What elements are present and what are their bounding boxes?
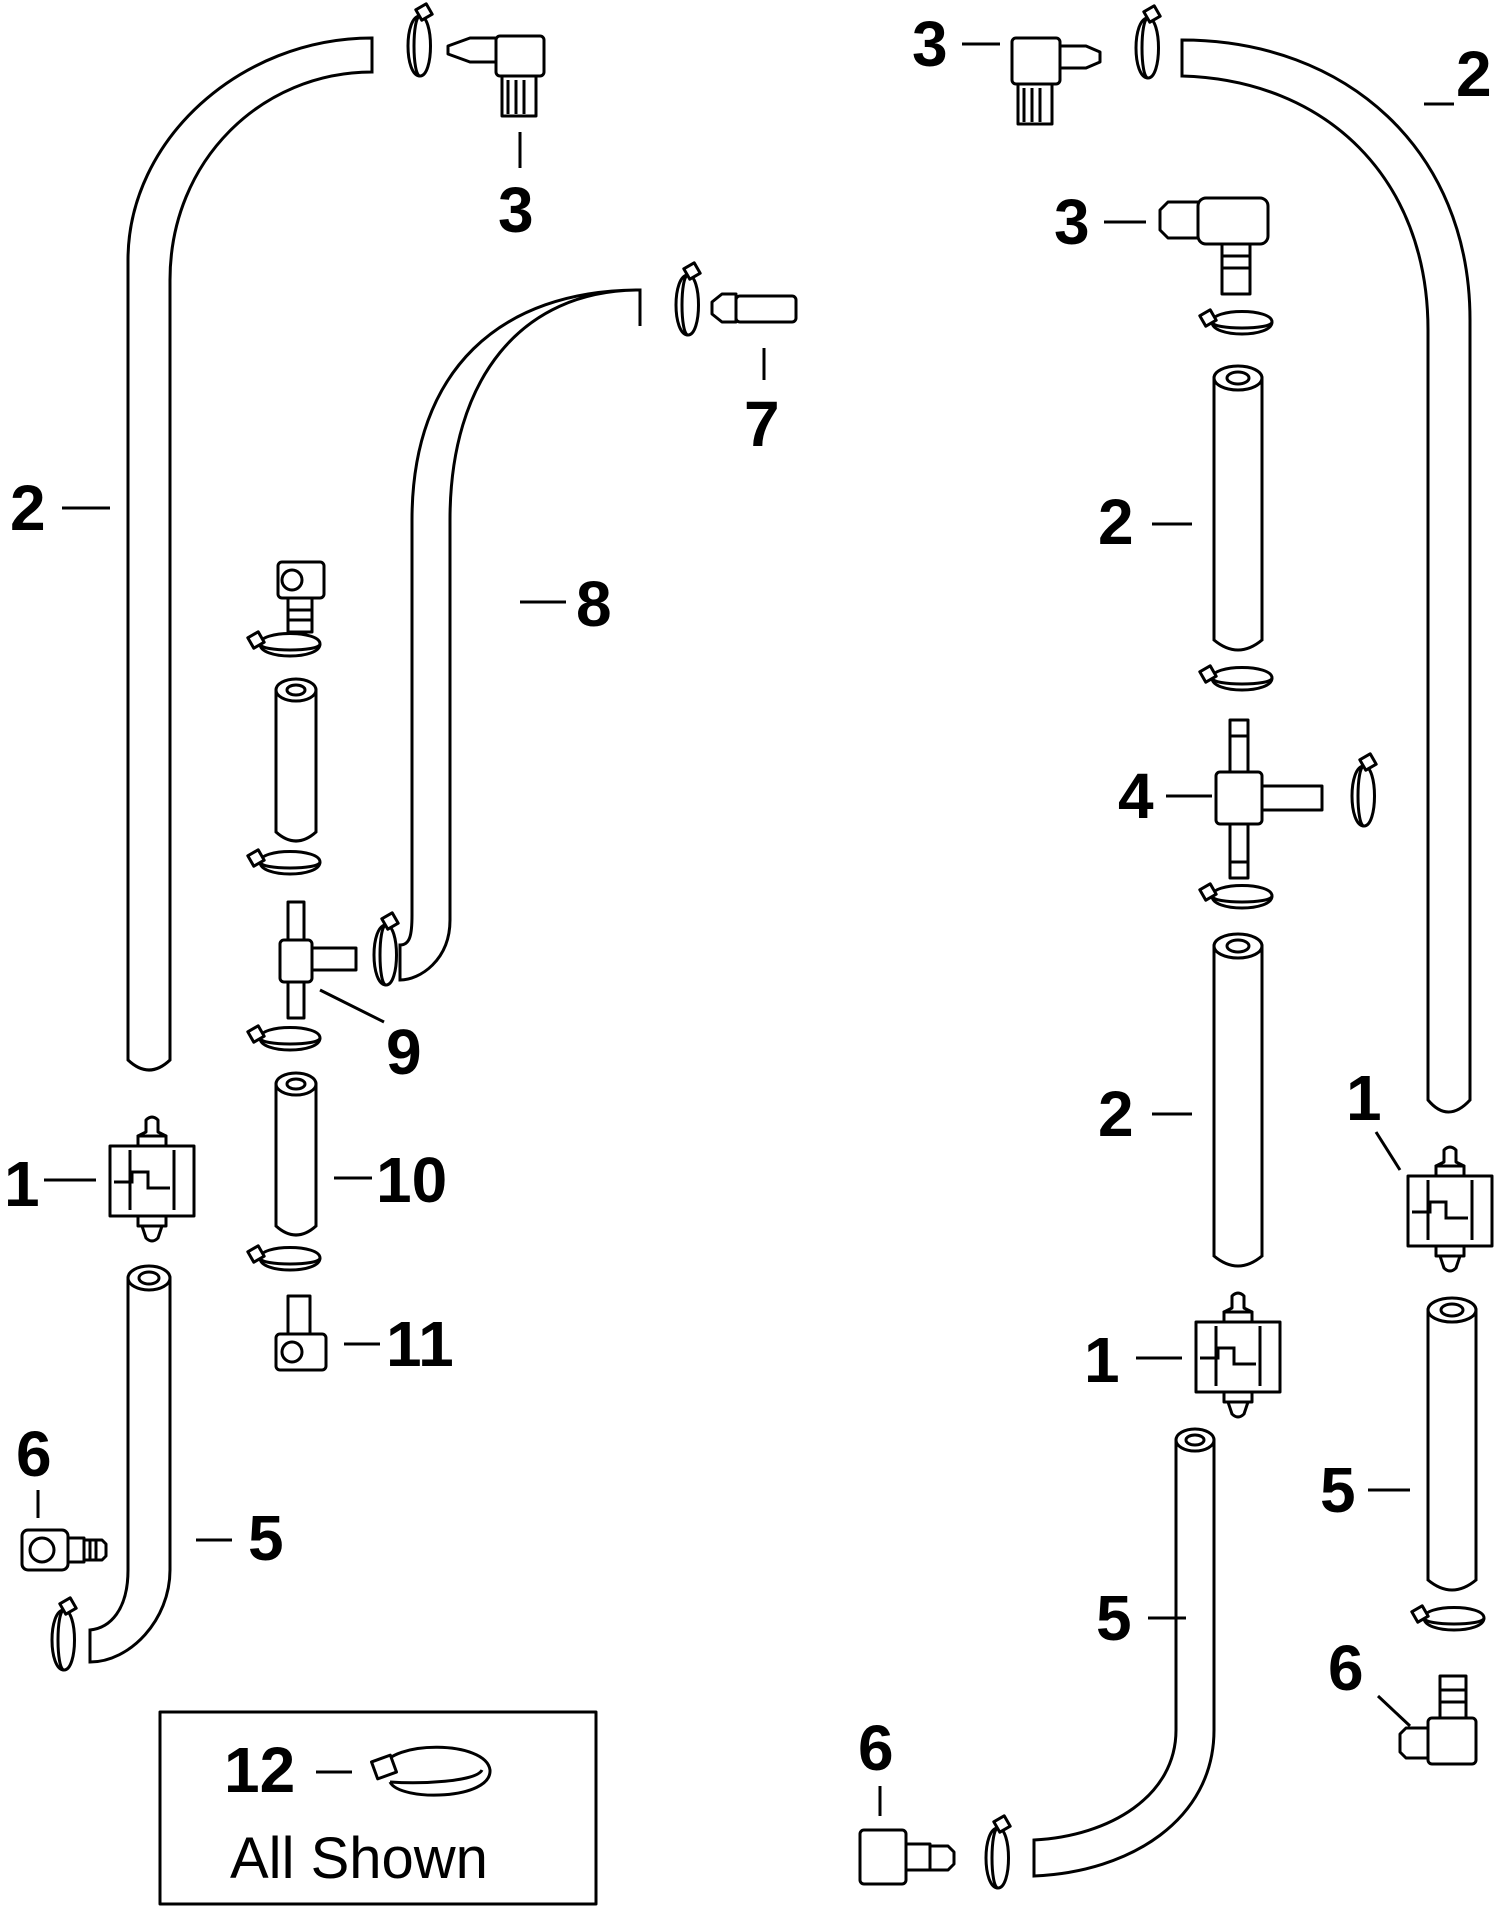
hose-clamp xyxy=(50,1596,78,1672)
legend-note: All Shown xyxy=(230,1826,488,1891)
hose-clamp xyxy=(406,2,434,78)
callout-4: 4 xyxy=(1118,760,1154,832)
elbow-fitting-11 xyxy=(274,1294,328,1372)
callout-2-right-mid-lower: 2 xyxy=(1098,1078,1134,1150)
leader-line xyxy=(1376,1694,1412,1728)
callout-5-left: 5 xyxy=(248,1502,284,1574)
fuel-hose-5-right-mid xyxy=(1426,1296,1478,1592)
callout-1-left: 1 xyxy=(4,1148,40,1220)
hose-10 xyxy=(274,1071,318,1237)
callout-3-left: 3 xyxy=(498,174,534,246)
callout-3-right-second: 3 xyxy=(1054,186,1090,258)
callout-12: 12 xyxy=(224,1734,295,1806)
hose-clamp xyxy=(1350,752,1378,828)
hose-clamp-12 xyxy=(370,1745,492,1797)
callout-5-right-mid: 5 xyxy=(1320,1454,1356,1526)
legend-box: 12 All Shown xyxy=(158,1710,598,1906)
elbow-fitting-3-left xyxy=(446,34,546,118)
callout-6-right-upper: 6 xyxy=(1328,1632,1364,1704)
callout-6-right-lower: 6 xyxy=(858,1712,894,1784)
hose-short-upper xyxy=(274,677,318,843)
callout-2-left: 2 xyxy=(10,472,46,544)
hose-clamp xyxy=(372,911,400,987)
fuel-hose-2-right-mid-upper xyxy=(1212,364,1264,652)
fitting-7 xyxy=(710,292,798,324)
leader-line xyxy=(1374,1131,1402,1171)
hose-clamp xyxy=(1198,664,1274,692)
hose-clamp xyxy=(246,1244,322,1272)
callout-11: 11 xyxy=(386,1308,454,1380)
fuel-filter-1-left xyxy=(108,1115,196,1243)
elbow-fitting-6-right-lower xyxy=(858,1828,956,1886)
hose-clamp xyxy=(246,1024,322,1052)
tee-fitting-9 xyxy=(278,900,358,1020)
hose-clamp xyxy=(984,1814,1012,1890)
hose-clamp xyxy=(1198,882,1274,910)
elbow-fitting-6-right-upper xyxy=(1398,1674,1478,1766)
fuel-hose-left-long xyxy=(126,36,374,1072)
elbow-fitting-3-right-top xyxy=(1010,36,1102,126)
hose-clamp xyxy=(246,630,322,658)
hose-clamp xyxy=(674,261,702,337)
callout-10: 10 xyxy=(376,1144,447,1216)
elbow-fitting-3-right-second xyxy=(1158,196,1270,296)
elbow-fitting-6-left xyxy=(20,1528,108,1572)
callout-3-right-top: 3 xyxy=(912,8,948,80)
callout-2-right-top: 2 xyxy=(1456,38,1492,110)
cross-fitting-4 xyxy=(1214,718,1324,880)
elbow-fitting-small-top xyxy=(276,560,326,634)
hose-clamp xyxy=(1134,4,1162,80)
hose-clamp xyxy=(1410,1604,1486,1632)
callout-1-right-lower: 1 xyxy=(1084,1324,1120,1396)
callout-6-left: 6 xyxy=(16,1418,52,1490)
callout-1-right-upper: 1 xyxy=(1346,1062,1382,1134)
callout-9: 9 xyxy=(386,1016,422,1088)
hose-clamp xyxy=(1198,308,1274,336)
fuel-hose-right-long xyxy=(1180,38,1472,1114)
callout-5-right-lower: 5 xyxy=(1096,1582,1132,1654)
hose-clamp xyxy=(246,848,322,876)
fuel-hose-5-left xyxy=(88,1276,172,1664)
fuel-filter-1-right-upper xyxy=(1406,1145,1494,1273)
leader-line xyxy=(319,988,385,1024)
fuel-hose-8 xyxy=(398,288,642,982)
fuel-hose-5-right-lower xyxy=(1032,1438,1216,1878)
fuel-filter-1-right-lower xyxy=(1194,1291,1282,1419)
callout-2-right-mid-upper: 2 xyxy=(1098,486,1134,558)
callout-7: 7 xyxy=(744,388,780,460)
callout-8: 8 xyxy=(576,568,612,640)
fuel-hose-2-right-mid-lower xyxy=(1212,932,1264,1268)
